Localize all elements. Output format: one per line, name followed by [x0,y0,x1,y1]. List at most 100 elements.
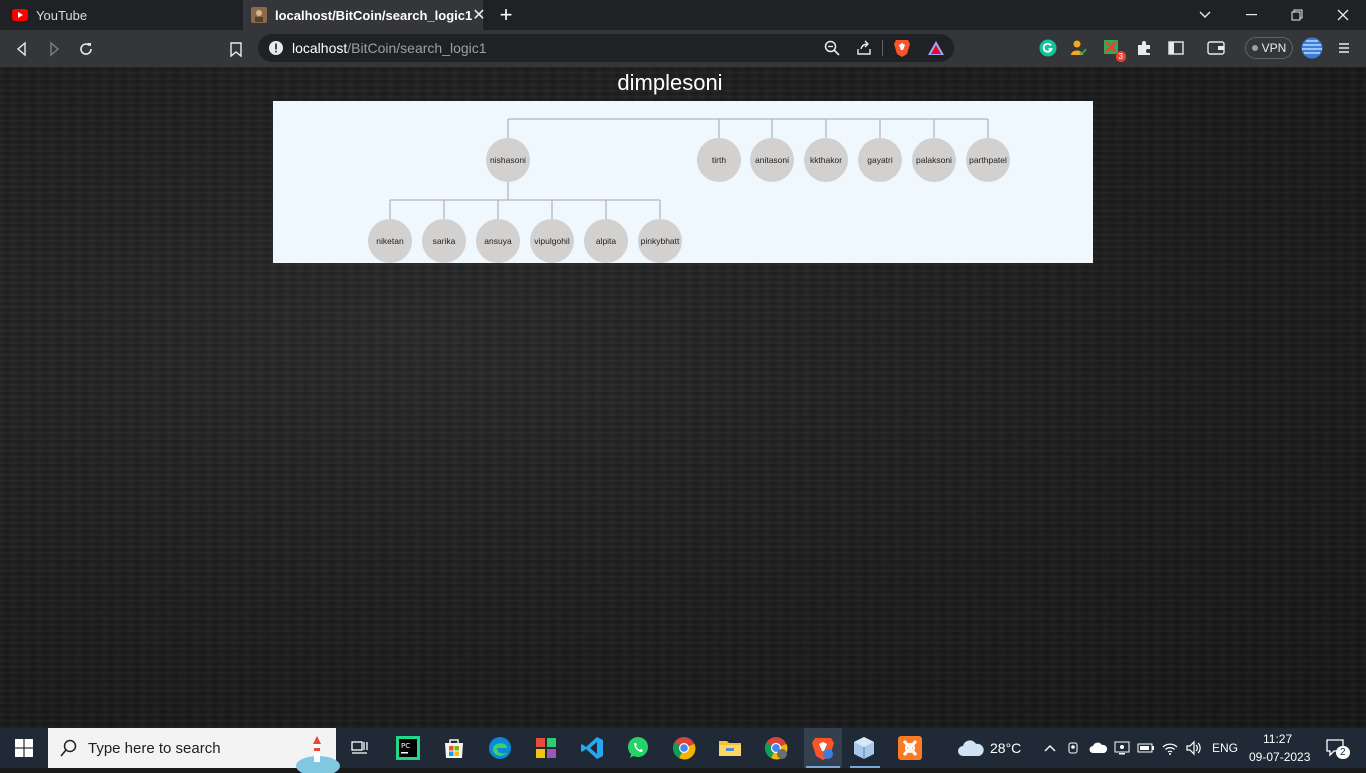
virtualbox-icon[interactable] [848,732,880,764]
sidebar-icon[interactable] [1166,38,1186,58]
taskbar-search-box[interactable]: Type here to search [48,728,340,773]
weather-cloud-icon[interactable] [954,732,988,764]
tree-node-pinkybhatt[interactable]: pinkybhatt [638,219,682,263]
new-tab-button[interactable]: + [499,2,513,27]
node-circle [368,219,412,263]
tree-node-palaksoni[interactable]: palaksoni [912,138,956,182]
youtube-icon [12,7,28,23]
edge-icon[interactable] [484,732,516,764]
chrome-icon[interactable] [668,732,700,764]
svg-text:PC: PC [401,742,410,750]
wallet-icon[interactable] [1206,38,1226,58]
node-circle [697,138,741,182]
tree-node-alpita[interactable]: alpita [584,219,628,263]
tree-node-sarika[interactable]: sarika [422,219,466,263]
display-settings-icon[interactable] [1112,732,1132,764]
search-icon [60,739,78,762]
windows-taskbar: Type here to search PC [0,728,1366,773]
meet-now-icon[interactable] [1064,732,1084,764]
notification-center-icon[interactable]: 2 [1318,732,1354,764]
file-explorer-icon[interactable] [714,732,746,764]
node-label: parthpatel [969,155,1007,165]
volume-icon[interactable] [1184,732,1204,764]
forward-icon[interactable] [42,37,66,61]
xampp-icon[interactable] [894,732,926,764]
task-view-icon[interactable] [344,732,376,764]
bookmark-icon[interactable] [224,37,248,61]
chrome-profile-icon[interactable] [760,732,792,764]
tree-node-nishasoni[interactable]: nishasoni [486,138,530,182]
extension-person-icon[interactable] [1068,38,1088,58]
extension-badge-icon[interactable]: 3 [1102,38,1126,62]
vpn-button[interactable]: VPN [1245,37,1293,59]
node-circle [638,219,682,263]
close-tab-icon[interactable]: ✕ [472,7,486,24]
extension-badge-count: 3 [1115,51,1126,62]
node-circle [912,138,956,182]
tree-node-gayatri[interactable]: gayatri [858,138,902,182]
brave-shields-icon[interactable] [890,36,914,60]
grammarly-icon[interactable] [1038,38,1058,58]
share-icon[interactable] [852,36,876,60]
onedrive-icon[interactable] [1088,732,1108,764]
close-window-icon[interactable] [1320,0,1366,30]
url-host: localhost [292,40,348,56]
windows-start-icon[interactable] [8,732,40,764]
weather-temperature[interactable]: 28°C [990,740,1022,756]
tree-node-niketan[interactable]: niketan [368,219,412,263]
node-circle [584,219,628,263]
microsoft-store-icon[interactable] [438,732,470,764]
restore-icon[interactable] [1274,0,1320,30]
tree-node-kkthakor[interactable]: kkthakor [804,138,848,182]
node-circle [804,138,848,182]
node-circle [858,138,902,182]
vscode-icon[interactable] [576,732,608,764]
tab-strip: YouTube localhost/BitCoin/search_logic1 … [0,0,1366,30]
back-icon[interactable] [10,37,34,61]
node-label: gayatri [867,155,893,165]
tree-node-tirth[interactable]: tirth [697,138,741,182]
minimize-icon[interactable] [1228,0,1274,30]
tree-node-ansuya[interactable]: ansuya [476,219,520,263]
node-label: palaksoni [916,155,952,165]
root-node-title: dimplesoni [617,70,723,95]
omnibox-divider [882,40,883,56]
node-label: nishasoni [490,155,526,165]
tab-search-logic[interactable]: localhost/BitCoin/search_logic1 ✕ [243,0,486,30]
node-label: vipulgohil [534,236,570,246]
tree-node-anitasoni[interactable]: anitasoni [750,138,794,182]
app-tile-icon[interactable] [530,732,562,764]
clock-time[interactable]: 11:27 [1263,732,1293,746]
node-label: sarika [433,236,456,246]
wifi-icon[interactable] [1160,732,1180,764]
site-info-icon[interactable] [268,40,284,56]
reload-icon[interactable] [74,37,98,61]
tree-node-parthpatel[interactable]: parthpatel [966,138,1010,182]
input-language[interactable]: ENG [1212,741,1239,755]
address-bar[interactable]: localhost/BitCoin/search_logic1 [258,34,954,62]
tree-node-vipulgohil[interactable]: vipulgohil [530,219,574,263]
tab-search-chevron-icon[interactable] [1182,0,1228,30]
profile-avatar[interactable] [1301,37,1323,59]
brave-active-indicator [806,766,840,768]
menu-icon[interactable] [1334,38,1354,58]
url-text: localhost/BitCoin/search_logic1 [292,40,487,56]
node-circle [530,219,574,263]
tray-chevron-up-icon[interactable] [1040,732,1060,764]
tab-youtube[interactable]: YouTube [0,0,240,30]
virtualbox-active-indicator [850,766,880,768]
whatsapp-icon[interactable] [622,732,654,764]
node-circle [486,138,530,182]
brave-taskbar-icon[interactable] [804,728,842,768]
pycharm-icon[interactable]: PC [392,732,424,764]
zoom-icon[interactable] [820,36,844,60]
battery-icon[interactable] [1136,732,1156,764]
page-favicon-icon [251,7,267,23]
vpn-status-dot [1251,45,1258,51]
brave-rewards-icon[interactable] [924,36,948,60]
search-placeholder: Type here to search [88,740,221,757]
node-label: anitasoni [755,155,789,165]
extensions-puzzle-icon[interactable] [1134,38,1154,58]
clock-date[interactable]: 09-07-2023 [1249,750,1311,764]
